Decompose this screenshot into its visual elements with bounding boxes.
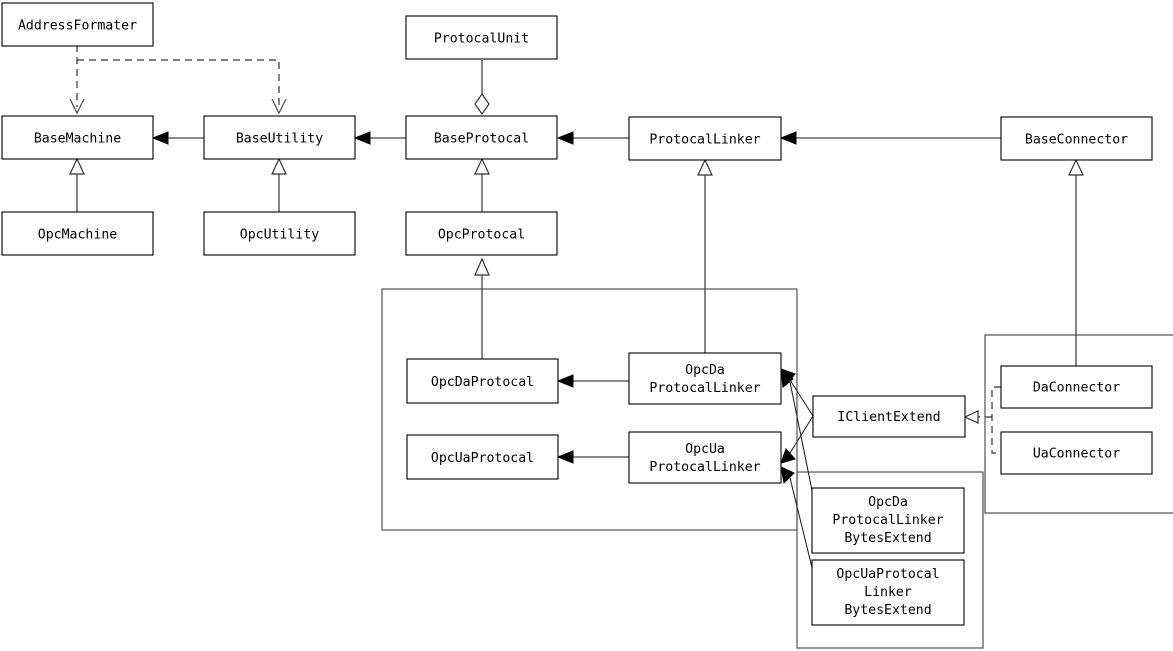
group-connectors — [984, 334, 1173, 514]
arrowhead-solid-opcualinker-b — [780, 466, 795, 485]
arrowhead-hollow-opcprotocal — [474, 257, 490, 276]
class-label-opcua-bytes-extend-line3: BytesExtend — [844, 603, 931, 618]
class-box-base-protocal[interactable] — [405, 115, 558, 160]
class-label-opcda-protocal: OpcDaProtocal — [431, 375, 534, 390]
class-box-protocal-unit[interactable] — [405, 15, 558, 60]
class-label-opcua-protocal: OpcUaProtocal — [431, 451, 534, 466]
class-label-protocal-unit: ProtocalUnit — [434, 32, 529, 47]
arrowhead-solid-opcdaprotocal — [556, 374, 574, 388]
class-label-opcda-bytes-extend-line3: BytesExtend — [844, 531, 931, 546]
class-box-iclient-extend[interactable] — [812, 395, 966, 438]
class-label-opcda-bytes-extend-line1: OpcDa — [868, 495, 908, 510]
arrowhead-hollow-baseconnector — [1068, 158, 1084, 176]
class-box-ua-connector[interactable] — [1000, 431, 1153, 475]
class-label-ua-connector: UaConnector — [1033, 447, 1120, 462]
arrowhead-solid-opcualinker-a — [780, 448, 796, 464]
edge-connectors-iclientextend — [991, 386, 1001, 454]
class-label-opcua-protocal-linker-line1: OpcUa — [685, 442, 725, 457]
arrowhead-solid-baseutility — [353, 131, 371, 145]
class-box-protocal-linker[interactable] — [628, 116, 782, 161]
class-label-opcua-bytes-extend-line2: Linker — [864, 585, 912, 600]
class-label-address-formater: AddressFormater — [18, 19, 137, 34]
class-label-opcda-bytes-extend-line2: ProtocalLinker — [832, 513, 943, 528]
class-box-opcua-protocal-linker[interactable] — [628, 431, 782, 484]
class-label-opc-utility: OpcUtility — [240, 228, 319, 243]
arrowhead-solid-protocallinker — [779, 131, 797, 145]
class-label-iclient-extend: IClientExtend — [837, 410, 940, 425]
arrowhead-hollow-basemachine — [69, 157, 85, 175]
class-box-opcua-bytes-extend[interactable] — [811, 559, 965, 626]
arrowhead-open-basemachine — [69, 98, 85, 115]
class-box-address-formater[interactable] — [1, 2, 154, 47]
arrowhead-solid-opcuaprotocal — [556, 450, 574, 464]
class-box-da-connector[interactable] — [1000, 365, 1153, 409]
class-box-opcda-protocal-linker[interactable] — [628, 352, 782, 405]
class-label-opc-machine: OpcMachine — [38, 228, 117, 243]
class-box-base-connector[interactable] — [1000, 116, 1153, 161]
edge-iclientextend-opcualinker — [789, 415, 814, 454]
arrowhead-hollow-baseutility — [271, 157, 287, 175]
class-label-da-connector: DaConnector — [1033, 381, 1120, 396]
class-label-opcda-protocal-linker-line2: ProtocalLinker — [649, 381, 760, 396]
arrowhead-open-baseutility — [271, 98, 287, 115]
class-label-opcua-bytes-extend-line1: OpcUaProtocal — [836, 567, 939, 582]
class-box-opcda-protocal[interactable] — [406, 358, 559, 404]
edge-iclientextend-opcdalinker — [789, 379, 814, 417]
class-label-protocal-linker: ProtocalLinker — [649, 133, 760, 148]
arrowhead-hollow-protocallinker — [697, 158, 713, 176]
group-bytes-extend — [796, 471, 984, 649]
arrowhead-hollow-iclientextend — [963, 410, 979, 424]
edge-addressformater-baseutility — [77, 59, 280, 107]
class-label-opcda-protocal-linker-line1: OpcDa — [685, 363, 725, 378]
class-box-opc-protocal[interactable] — [405, 211, 558, 256]
class-box-opc-utility[interactable] — [203, 211, 356, 256]
class-label-opcua-protocal-linker-line2: ProtocalLinker — [649, 460, 760, 475]
arrowhead-solid-basemachine — [151, 131, 169, 145]
class-box-opc-machine[interactable] — [1, 211, 154, 256]
class-label-base-protocal: BaseProtocal — [434, 132, 529, 147]
class-box-opcda-bytes-extend[interactable] — [811, 487, 965, 554]
class-label-opc-protocal: OpcProtocal — [438, 228, 525, 243]
arrowhead-solid-opcdalinker-b — [780, 368, 794, 388]
class-box-opcua-protocal[interactable] — [406, 434, 559, 480]
arrowhead-solid-baseprotocal — [556, 131, 574, 145]
class-box-base-utility[interactable] — [203, 115, 356, 160]
class-label-base-machine: BaseMachine — [34, 132, 121, 147]
class-box-base-machine[interactable] — [1, 115, 154, 160]
class-label-base-utility: BaseUtility — [236, 132, 323, 147]
group-protocal-implementations — [381, 288, 798, 531]
aggregation-diamond-baseprotocal — [474, 92, 490, 116]
arrowhead-hollow-baseprotocal — [474, 157, 490, 175]
class-label-base-connector: BaseConnector — [1025, 133, 1128, 148]
